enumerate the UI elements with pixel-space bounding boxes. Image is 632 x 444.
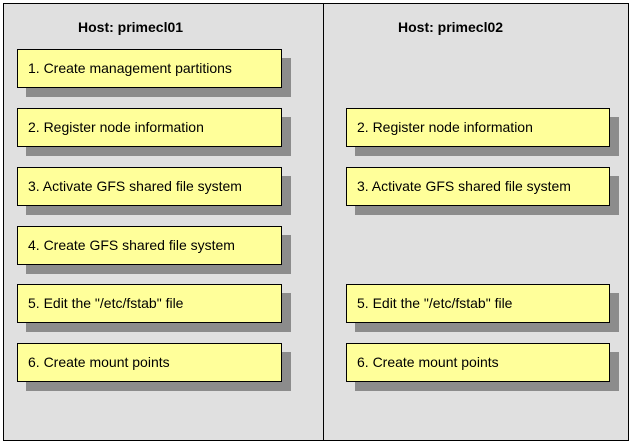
host-title: Host: primecl01 [78, 19, 184, 35]
host-panel-primecl02: Host: primecl02 2. Register node informa… [323, 3, 629, 441]
step-activate-gfs-shared-file-system: 3. Activate GFS shared file system [346, 167, 610, 206]
step-edit-fstab-file: 5. Edit the "/etc/fstab" file [17, 284, 282, 323]
step-register-node-information: 2. Register node information [346, 108, 610, 147]
step-create-mount-points: 6. Create mount points [17, 343, 282, 382]
host-panel-primecl01: Host: primecl01 1. Create management par… [3, 3, 324, 441]
step-activate-gfs-shared-file-system: 3. Activate GFS shared file system [17, 167, 282, 206]
step-create-mount-points: 6. Create mount points [346, 343, 610, 382]
step-register-node-information: 2. Register node information [17, 108, 282, 147]
step-create-gfs-shared-file-system: 4. Create GFS shared file system [17, 226, 282, 265]
step-create-management-partitions: 1. Create management partitions [17, 49, 282, 88]
step-edit-fstab-file: 5. Edit the "/etc/fstab" file [346, 284, 610, 323]
host-title: Host: primecl02 [398, 19, 504, 35]
